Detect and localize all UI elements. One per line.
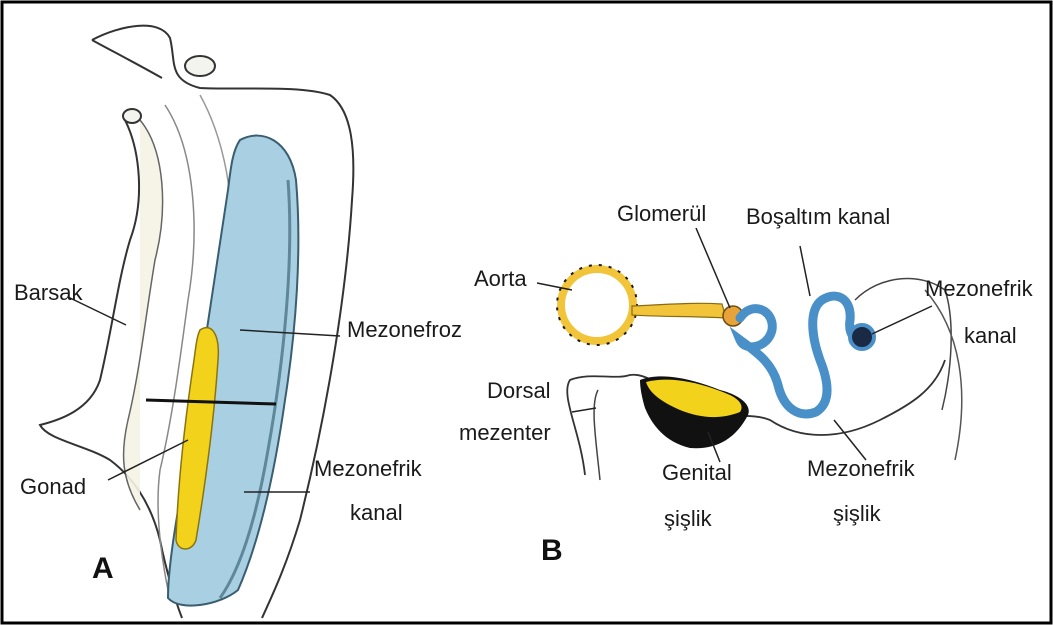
panel-a-letter: A: [92, 552, 114, 585]
label-dorsal: Dorsal: [487, 378, 551, 403]
label-mezonefrik-kanal-a-line2: kanal: [350, 500, 403, 525]
label-genital: Genital: [662, 460, 732, 485]
label-gonad: Gonad: [20, 474, 86, 499]
leader-glomerul: [696, 228, 730, 308]
dorsal-mesentery-line: [594, 390, 600, 480]
panel-a-illustration: [40, 26, 353, 618]
label-mezonefrik-kanal-a-line1: Mezonefrik: [314, 456, 423, 481]
label-barsak: Barsak: [14, 280, 83, 305]
leader-mezonefrik-kanal-b: [872, 306, 932, 334]
label-mezonefrik-sislik-line1: Mezonefrik: [807, 456, 916, 481]
label-mezonefroz: Mezonefroz: [347, 317, 462, 342]
label-genital-sislik: şişlik: [664, 506, 713, 531]
label-mezonefrik-sislik-line2: şişlik: [833, 501, 882, 526]
label-bosaltim-kanal: Boşaltım kanal: [746, 204, 890, 229]
leader-mezonefrik-sislik: [834, 420, 866, 460]
label-mezonefrik-kanal-b-line1: Mezonefrik: [925, 276, 1034, 301]
mesonephric-duct: [850, 325, 874, 349]
leader-dorsal: [572, 408, 596, 412]
aorta-branch: [632, 303, 726, 318]
panel-b-illustration: [537, 228, 962, 480]
leader-bosaltim: [800, 246, 810, 296]
excretory-tubule: [740, 296, 865, 414]
embryo-head-fold: [92, 40, 162, 78]
gut-inner-layer: [124, 120, 163, 510]
label-mezenter: mezenter: [459, 420, 551, 445]
leader-gonad: [108, 440, 188, 480]
label-aorta: Aorta: [474, 266, 527, 291]
label-mezonefrik-kanal-b-line2: kanal: [964, 323, 1017, 348]
aorta-circle: [561, 269, 633, 341]
small-vesicle: [185, 56, 215, 76]
panel-b-letter: B: [541, 534, 563, 567]
mesonephric-ridge-lateral: [925, 290, 962, 460]
label-glomerul: Glomerül: [617, 201, 706, 226]
